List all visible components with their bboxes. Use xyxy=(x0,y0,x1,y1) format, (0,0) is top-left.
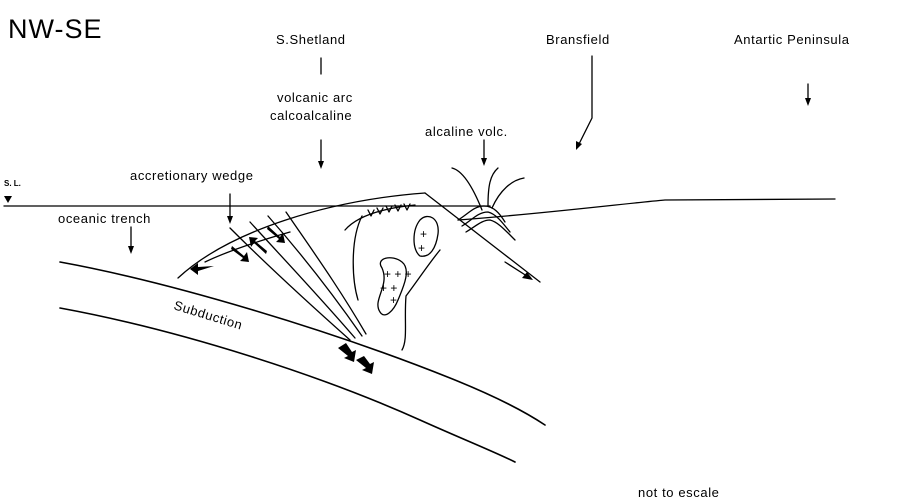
back-arc-volcano-2 xyxy=(462,212,510,232)
mantle-arrow-2 xyxy=(356,356,374,374)
eruption-plume-right xyxy=(492,178,524,208)
bransfield-arrow xyxy=(578,56,592,146)
alcaline-volc-label: alcaline volc. xyxy=(425,124,508,139)
sea-level-label: S. L. xyxy=(4,179,21,188)
slab-bottom xyxy=(60,308,515,462)
shear-arrow-4 xyxy=(267,226,285,243)
pluton-plus-2: + xyxy=(418,241,425,255)
oceanic-trench-label: oceanic trench xyxy=(58,211,151,226)
eruption-plume-left xyxy=(452,168,482,210)
bransfield-arrow-head xyxy=(576,141,582,150)
antartic-peninsula-label: Antartic Peninsula xyxy=(734,32,850,47)
bransfield-label: Bransfield xyxy=(546,32,610,47)
volcanic-arc-label: volcanic arc xyxy=(277,90,353,105)
calcoalcaline-label: calcoalcaline xyxy=(270,108,352,123)
slab-top xyxy=(60,262,545,425)
peninsula-arrow-head xyxy=(805,98,811,106)
alcaline-arrow-head xyxy=(481,158,487,166)
subduction-label: Subduction xyxy=(172,298,244,333)
peninsula-surface xyxy=(458,199,835,220)
sea-level-marker xyxy=(4,196,12,203)
mantle-arrow-1 xyxy=(338,343,356,362)
diagram-title: NW-SE xyxy=(8,14,103,44)
magma-conduit-left xyxy=(353,216,362,300)
trench-arrow-head xyxy=(128,246,134,254)
s-shetland-label: S.Shetland xyxy=(276,32,346,47)
thrust-fault-3 xyxy=(250,222,355,338)
pluton-plus-1: + xyxy=(420,227,427,241)
accretionary-wedge-label: accretionary wedge xyxy=(130,168,254,183)
volcanic-layer-line xyxy=(345,205,415,230)
scale-note: not to escale xyxy=(638,485,720,500)
wedge-arrow-head xyxy=(227,216,233,224)
magma-conduit-right xyxy=(402,250,440,350)
pluton-plus-3: + + + xyxy=(384,267,412,281)
pluton-plus-5: + xyxy=(390,293,397,307)
arc-arrow-head xyxy=(318,161,324,169)
